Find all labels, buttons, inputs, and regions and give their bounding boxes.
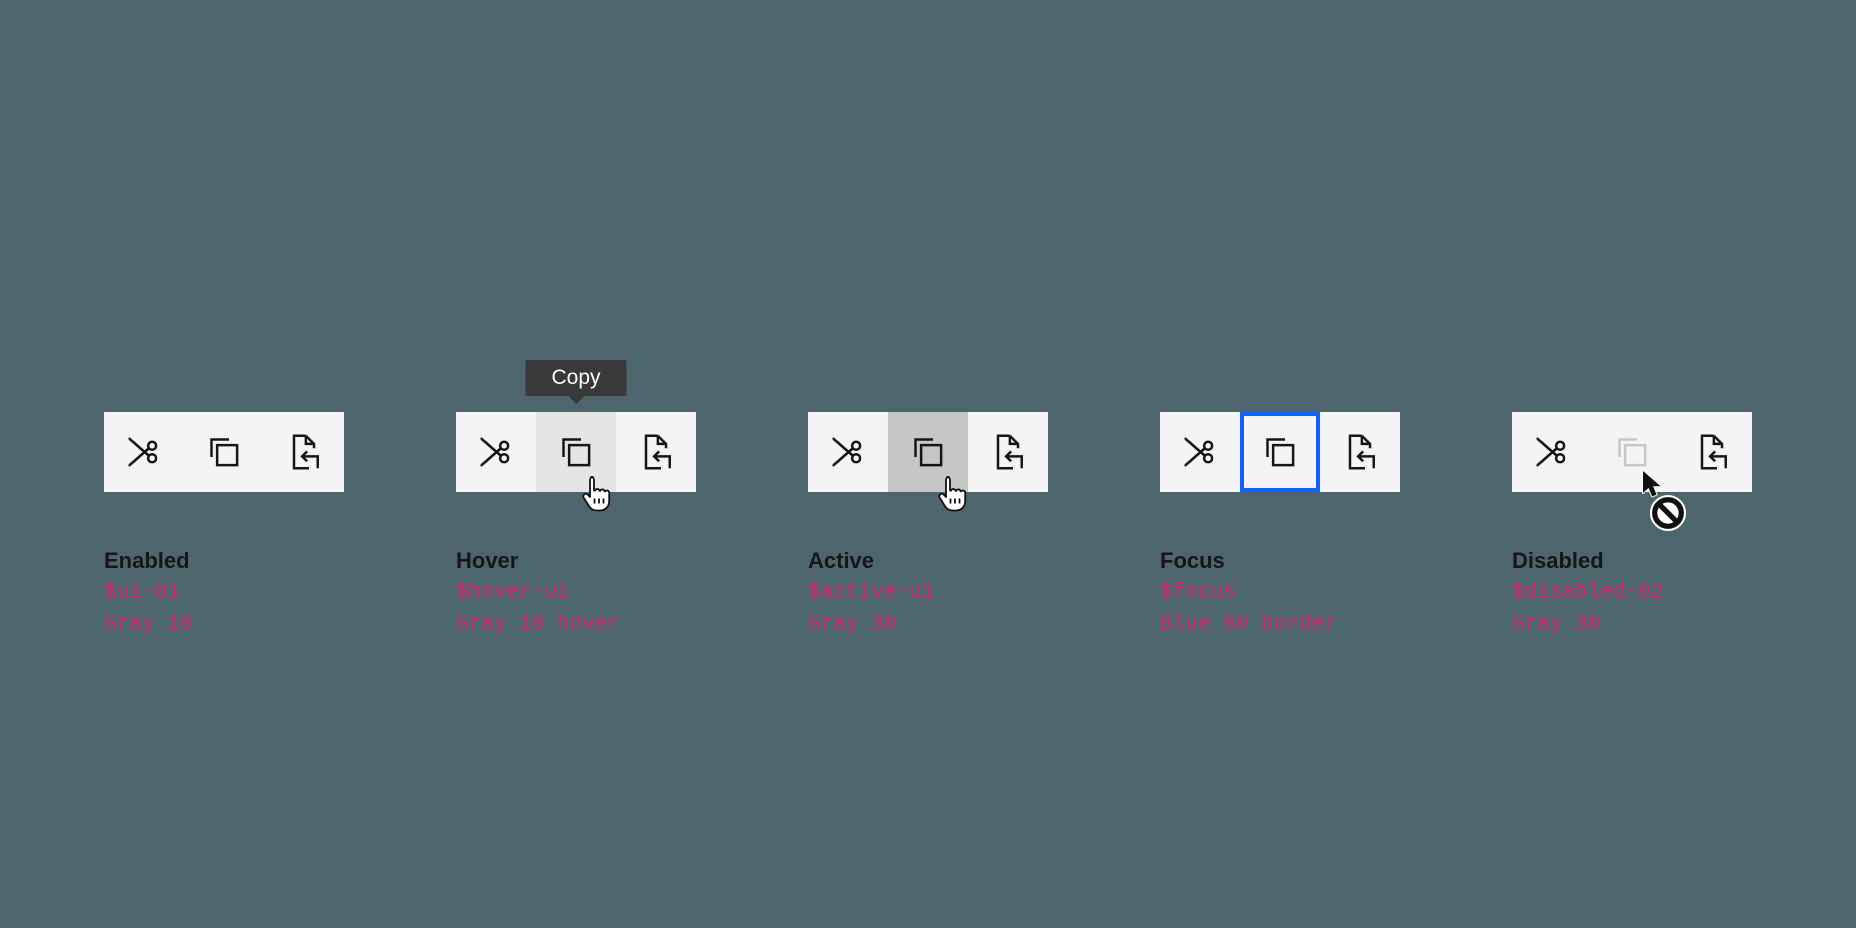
scissors-icon — [832, 437, 862, 467]
cut-button[interactable] — [1512, 412, 1592, 492]
state-group-disabled: Disabled $disabled-02 Gray 30 — [1512, 412, 1752, 641]
state-token-value: Blue 60 border — [1160, 613, 1337, 636]
document-import-icon — [1348, 434, 1375, 470]
cut-button[interactable] — [104, 412, 184, 492]
copy-icon — [210, 438, 239, 467]
toolbar — [808, 412, 1048, 512]
state-token-value: Gray 30 — [1512, 613, 1601, 636]
toolbar — [1512, 412, 1752, 492]
document-import-icon — [292, 434, 319, 470]
state-group-hover: Copy Hover $hover-ui Gray 10 hover — [456, 360, 696, 641]
cut-button[interactable] — [456, 412, 536, 492]
paste-button[interactable] — [616, 412, 696, 492]
paste-button[interactable] — [264, 412, 344, 492]
copy-button[interactable] — [1240, 412, 1320, 492]
state-label-block: Active $active-ui Gray 30 — [808, 545, 1048, 641]
copy-button — [1592, 412, 1672, 492]
blocked-sign-icon — [1649, 494, 1687, 532]
state-label-block: Enabled $ui-01 Gray 10 — [104, 545, 344, 641]
state-token-value: Gray 10 — [104, 613, 193, 636]
state-title: Enabled — [104, 548, 190, 573]
document-import-icon — [644, 434, 671, 470]
cut-button[interactable] — [808, 412, 888, 492]
copy-icon — [914, 438, 943, 467]
state-token-value: Gray 10 hover — [456, 613, 620, 636]
state-token: $active-ui — [808, 581, 935, 604]
state-token: $disabled-02 — [1512, 581, 1664, 604]
scissors-icon — [1536, 437, 1566, 467]
cut-button[interactable] — [1160, 412, 1240, 492]
paste-button[interactable] — [1672, 412, 1752, 492]
copy-button[interactable] — [184, 412, 264, 492]
toolbar — [456, 412, 696, 512]
state-token: $ui-01 — [104, 581, 180, 604]
toolbar — [1160, 412, 1400, 492]
scissors-icon — [128, 437, 158, 467]
copy-icon — [1618, 438, 1647, 467]
document-import-icon — [1700, 434, 1727, 470]
paste-button[interactable] — [1320, 412, 1400, 492]
state-token: $focus — [1160, 581, 1236, 604]
state-group-enabled: Enabled $ui-01 Gray 10 — [104, 412, 344, 641]
scissors-icon — [480, 437, 510, 467]
toolbar — [104, 412, 344, 492]
state-label-block: Disabled $disabled-02 Gray 30 — [1512, 545, 1752, 641]
state-token-value: Gray 30 — [808, 613, 897, 636]
copy-tooltip: Copy — [525, 360, 627, 396]
copy-button[interactable] — [888, 412, 968, 492]
copy-button[interactable] — [536, 412, 616, 492]
state-token: $hover-ui — [456, 581, 570, 604]
state-title: Focus — [1160, 548, 1225, 573]
state-group-active: Active $active-ui Gray 30 — [808, 412, 1048, 641]
paste-button[interactable] — [968, 412, 1048, 492]
copy-icon — [562, 438, 591, 467]
document-import-icon — [996, 434, 1023, 470]
state-label-block: Focus $focus Blue 60 border — [1160, 545, 1400, 641]
state-title: Disabled — [1512, 548, 1604, 573]
copy-icon — [1266, 438, 1295, 467]
state-group-focus: Focus $focus Blue 60 border — [1160, 412, 1400, 641]
state-label-block: Hover $hover-ui Gray 10 hover — [456, 545, 696, 641]
state-title: Active — [808, 548, 875, 573]
state-title: Hover — [456, 548, 519, 573]
scissors-icon — [1184, 437, 1214, 467]
